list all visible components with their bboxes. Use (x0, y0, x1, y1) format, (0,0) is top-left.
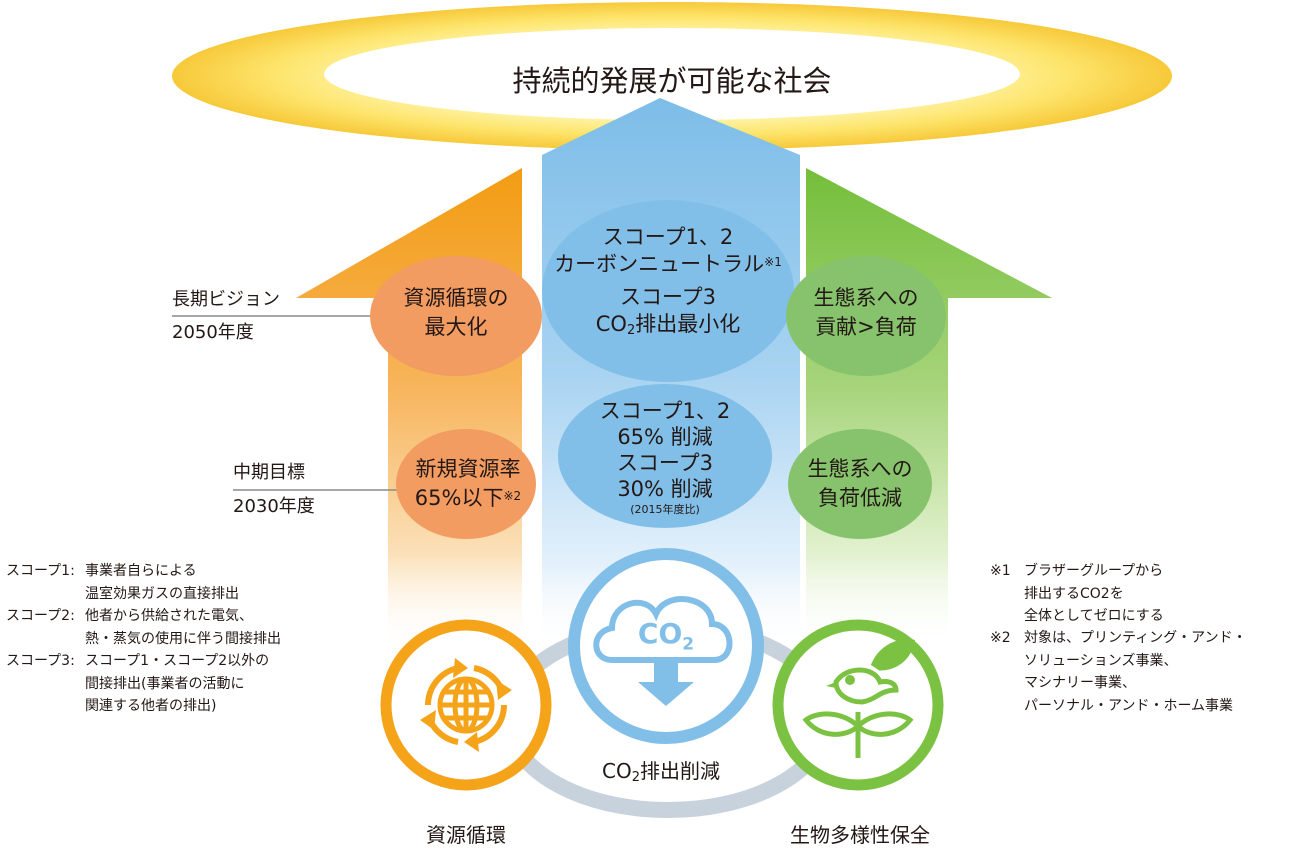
scope3-label: スコープ3: (6, 653, 75, 669)
co2-mid-term-bubble (558, 384, 772, 528)
resource-arrow (296, 168, 522, 650)
co2-long-term-line3: スコープ3 (619, 285, 717, 309)
bio-long-term-text: 生態系への 貢献>負荷 (814, 284, 919, 342)
resource-pillar-label: 資源循環 (426, 823, 506, 847)
scope1-line1: 事業者自らによる (85, 563, 197, 579)
co2-circle (568, 548, 764, 744)
scope3-line1: スコープ1・スコープ2以外の (85, 653, 270, 669)
co2-mid-term-line3: スコープ3 (616, 451, 714, 475)
bio-mid-term-line1: 生態系への (807, 457, 913, 481)
scope2-label: スコープ2: (6, 608, 75, 624)
bio-mid-term-bubble (788, 429, 932, 539)
mid-term-label: 中期目標 (233, 462, 305, 483)
resource-long-term-bubble (370, 256, 542, 376)
co2-long-term-line1: スコープ1、2 (602, 225, 734, 249)
footnote-1-mark: ※1 (990, 563, 1011, 579)
footnote-2-line3: マシナリー事業、 (1024, 675, 1136, 691)
scope1-label: スコープ1: (6, 563, 75, 579)
scope3-line3: 関連する他者の排出) (85, 698, 217, 714)
scope2-line2: 熱・蒸気の使用に伴う間接排出 (85, 630, 281, 647)
footnote-2-mark: ※2 (990, 630, 1011, 646)
co2-long-term-text: スコープ1、2 カーボンニュートラル※1 スコープ3 CO2排出最小化 (554, 224, 782, 341)
co2-long-term-line2: カーボンニュートラル (554, 252, 765, 276)
resource-long-term-text: 資源循環の 最大化 (404, 284, 509, 342)
resource-long-term-line1: 資源循環の (403, 286, 509, 310)
co2-note-mark: ※1 (764, 255, 782, 269)
co2-mid-term-line4: 30% 削減 (617, 477, 713, 501)
bio-pillar-label: 生物多様性保全 (790, 823, 930, 847)
co2-pillar-label: CO2排出削減 (602, 759, 720, 785)
footnote-1-line3: 全体としてゼロにする (1024, 608, 1164, 624)
resource-mid-term-line2: 65%以下 (414, 486, 504, 510)
co2-icon-text: CO2 (637, 617, 695, 655)
footnote-2-line2: ソリューションズ事業、 (1024, 652, 1178, 669)
co2-long-term-line4: CO2排出最小化 (595, 312, 741, 338)
co2-mid-term-line5: (2015年度比) (630, 503, 700, 516)
co2-mid-term-text: スコープ1、2 65% 削減 スコープ3 30% 削減 (2015年度比) (600, 398, 730, 518)
co2-cloud-icon (593, 596, 733, 706)
scope1-line2: 温室効果ガスの直接排出 (85, 585, 239, 602)
co2-long-term-bubble (542, 200, 794, 382)
halo-inner (324, 28, 1020, 120)
globe-recycle-icon (425, 665, 507, 745)
long-term-year: 2050年度 (172, 322, 254, 343)
resource-long-term-line2: 最大化 (424, 315, 488, 339)
bio-mid-term-line2: 負荷低減 (818, 486, 902, 510)
co2-mid-term-line1: スコープ1、2 (599, 399, 731, 423)
resource-mid-term-bubble (396, 429, 536, 539)
bio-long-term-bubble (786, 256, 946, 376)
bio-mid-term-text: 生態系への 負荷低減 (808, 455, 913, 513)
scope2-line1: 他者から供給された電気、 (85, 608, 253, 624)
bird-sprout-icon (802, 639, 916, 758)
bio-circle (772, 619, 944, 791)
diagram-title: 持続的発展が可能な社会 (512, 64, 832, 98)
bio-long-term-line1: 生態系への (813, 286, 919, 310)
footnote-1-line1: ブラザーグループから (1024, 563, 1164, 579)
footnote-2-line1: 対象は、プリンティング・アンド・ (1024, 630, 1247, 646)
resource-mid-term-line1: 新規資源率 (415, 457, 521, 481)
co2-mid-term-line2: 65% 削減 (617, 425, 713, 449)
biodiversity-arrow (806, 168, 1052, 650)
resource-arrowheads (420, 658, 512, 752)
mid-term-year: 2030年度 (233, 496, 315, 517)
bio-long-term-line2: 貢献>負荷 (815, 315, 917, 339)
footnote-2-line4: パーソナル・アンド・ホーム事業 (1024, 697, 1234, 714)
footnote-1-line2: 排出するCO2を (1024, 585, 1124, 602)
scope3-line2: 間接排出(事業者の活動に (85, 675, 245, 692)
resource-mid-term-text: 新規資源率 65%以下※2 (415, 455, 521, 513)
long-term-label: 長期ビジョン (172, 289, 280, 310)
resource-note-mark: ※2 (503, 489, 522, 503)
